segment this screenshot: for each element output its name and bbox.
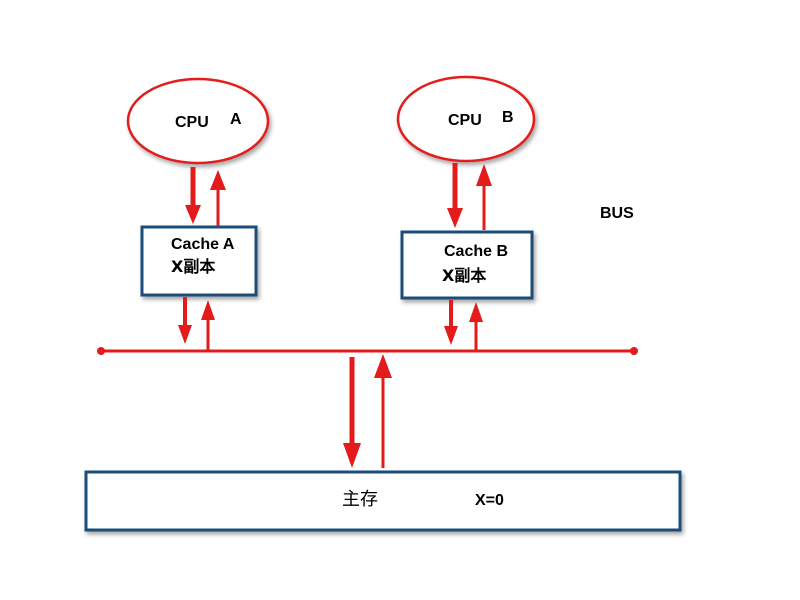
arrow-bus-to-cache-a (201, 300, 215, 351)
arrow-head (476, 164, 492, 186)
arrow-cache-a-to-bus (178, 297, 192, 344)
arrow-head (343, 443, 361, 468)
arrow-cpu-b-to-cache-b (447, 163, 463, 228)
main-memory-value: X=0 (475, 492, 504, 509)
cache-b-title: Cache B (444, 243, 508, 260)
bus-end-right (630, 347, 638, 355)
arrow-cache-b-to-cpu-b (476, 164, 492, 230)
arrow-head (210, 170, 226, 190)
cpu-a: CPU A (126, 77, 270, 165)
arrows (178, 163, 492, 468)
main-memory-label: 主存 (342, 489, 378, 510)
cache-b-box (400, 230, 534, 300)
main-memory-box (84, 470, 682, 532)
cpu-b-letter: B (502, 109, 514, 126)
arrow-head (447, 208, 463, 228)
cpu-a-ellipse (126, 77, 270, 165)
arrow-cache-b-to-bus (444, 300, 458, 345)
arrow-head (444, 326, 458, 345)
arrow-bus-to-memory (343, 357, 361, 468)
cpu-b-name: CPU (448, 112, 482, 129)
cpu-b: CPU B (396, 75, 536, 163)
arrow-cache-a-to-cpu-a (210, 170, 226, 226)
cpu-b-ellipse (396, 75, 536, 163)
bus-end-left (97, 347, 105, 355)
arrow-bus-to-cache-b (469, 302, 483, 351)
main-memory: 主存 X=0 (84, 470, 682, 532)
cache-b-copy: X副本 (442, 266, 486, 285)
arrow-head (201, 300, 215, 320)
cache-a-copy: X副本 (171, 257, 215, 276)
cache-a-box (140, 225, 258, 297)
arrow-head (469, 302, 483, 322)
arrow-head (374, 354, 392, 378)
arrow-memory-to-bus (374, 354, 392, 468)
arrow-cpu-a-to-cache-a (185, 167, 201, 224)
arrow-head (178, 325, 192, 344)
arrow-head (185, 205, 201, 224)
system-bus (97, 347, 638, 355)
cache-a-title: Cache A (171, 236, 235, 253)
cache-a: Cache A X副本 (140, 225, 258, 297)
bus-label: BUS (600, 205, 634, 222)
cpu-a-name: CPU (175, 114, 209, 131)
cache-b: Cache B X副本 (400, 230, 534, 300)
cpu-a-letter: A (230, 111, 242, 128)
